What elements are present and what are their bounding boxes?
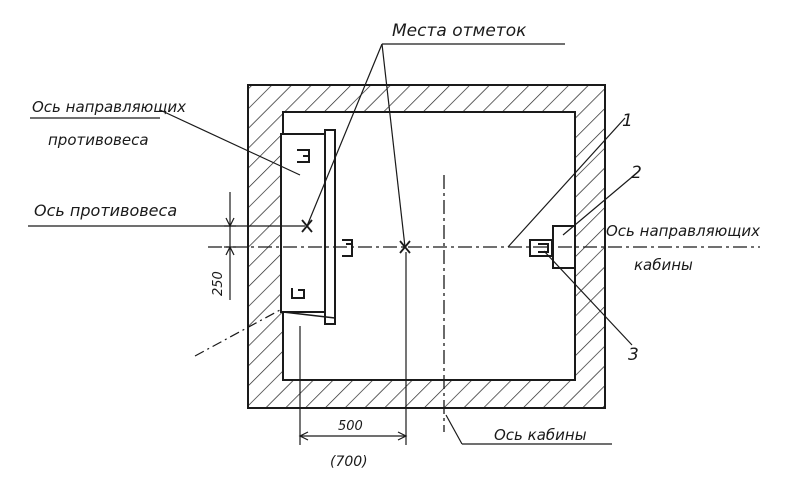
counterweight-base bbox=[282, 311, 336, 319]
dim-500-label: 500 bbox=[338, 419, 363, 434]
marks-leader-2 bbox=[381, 43, 406, 248]
cabin-guide-bracket bbox=[529, 239, 553, 257]
dim-250-arrow-top bbox=[225, 217, 235, 228]
marks-leader-1 bbox=[306, 43, 383, 227]
counterweight-axis-label: Ось противовеса bbox=[34, 201, 177, 220]
leader-1 bbox=[507, 117, 626, 248]
cw-guides-leader bbox=[159, 109, 301, 176]
dim-250-label: 250 bbox=[211, 271, 226, 296]
counterweight-guide-shoe-top bbox=[297, 149, 310, 163]
dim-700-label: (700) bbox=[330, 454, 368, 470]
lower-leader bbox=[194, 309, 281, 357]
dim-500-arrow-right bbox=[397, 431, 408, 441]
label-number-2: 2 bbox=[631, 163, 642, 183]
leader-2 bbox=[562, 171, 639, 236]
cabin-guides-label: Ось направляющих bbox=[606, 222, 760, 240]
counterweight-guide-shoe-mid bbox=[342, 239, 353, 257]
counterweight-guide-shoe-bottom bbox=[291, 288, 305, 299]
leader-3 bbox=[543, 250, 633, 346]
cabin-axis-label: Ось кабины bbox=[494, 426, 587, 444]
cabin-axis-leader bbox=[445, 414, 463, 445]
counterweight-guides-label-2: противовеса bbox=[48, 131, 149, 149]
counterweight-rail bbox=[324, 129, 336, 325]
marks-label: Места отметок bbox=[392, 21, 527, 41]
counterweight-guides-label: Ось направляющих bbox=[32, 98, 186, 116]
cabin-guides-label-2: кабины bbox=[634, 256, 693, 274]
label-number-3: 3 bbox=[628, 345, 639, 365]
dim-500-arrow-left bbox=[298, 431, 309, 441]
label-number-1: 1 bbox=[622, 111, 633, 131]
dim-250-arrow-bottom bbox=[225, 245, 235, 256]
